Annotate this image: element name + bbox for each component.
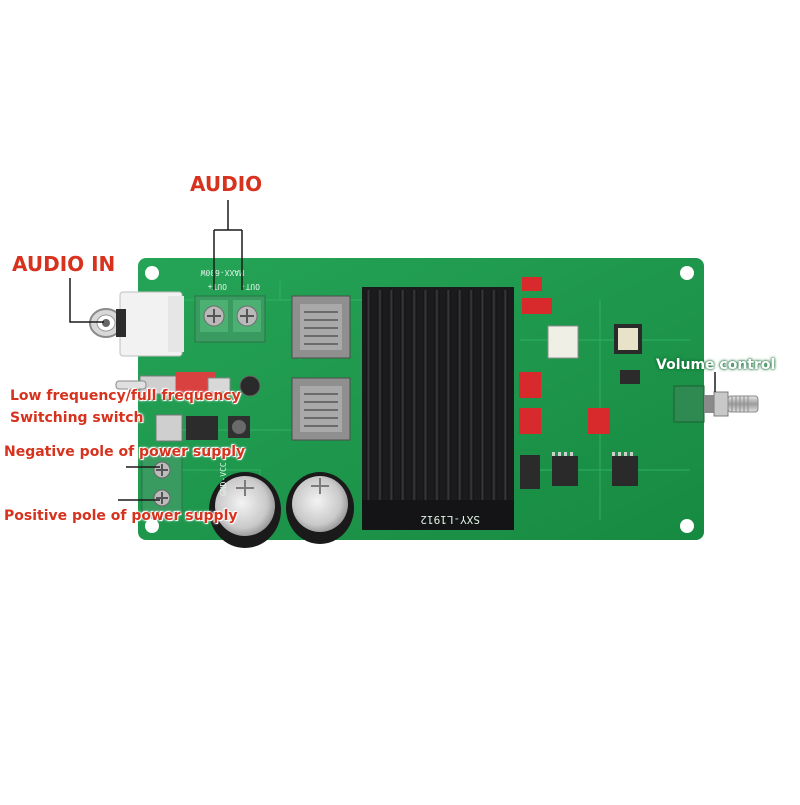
positive-pole-label: Positive pole of power supply	[4, 508, 238, 524]
heatsink-fin	[434, 290, 440, 526]
leader-lines	[69, 200, 716, 501]
output-terminal	[194, 295, 266, 343]
switch-label-line1: Low frequency/full frequency	[10, 388, 241, 404]
silkscreen: OUT- OUT+ MAXX-600W SXY-L1912 GND-VCC	[200, 268, 480, 526]
small-components	[155, 375, 261, 442]
silk-gnd-vcc: GND-VCC	[219, 462, 228, 496]
switch-label-line2: Switching switch	[10, 410, 144, 426]
heatsink-fin	[423, 290, 428, 526]
heatsink-fin	[366, 290, 371, 526]
heatsink-fin	[445, 290, 451, 526]
heatsink-fin	[502, 290, 508, 526]
heatsink-fin	[457, 290, 463, 526]
volume-potentiometer	[673, 385, 759, 423]
volume-control-label: Volume control	[656, 357, 776, 373]
rca-jack	[89, 291, 184, 357]
silk-max-power: MAXX-600W	[200, 268, 244, 277]
heatsink-fin	[480, 290, 485, 526]
negative-pole-label: Negative pole of power supply	[4, 444, 246, 460]
inductors	[291, 295, 351, 441]
electrolytic-capacitors	[209, 472, 354, 548]
ic-chips	[520, 324, 642, 489]
audio-in-label: AUDIO IN	[12, 252, 116, 276]
power-terminal	[141, 455, 183, 515]
silk-out-pos: OUT+	[208, 282, 227, 291]
silk-heatsink-code: SXY-L1912	[420, 513, 480, 526]
film-capacitors	[519, 277, 610, 434]
silk-out-neg: OUT-	[241, 282, 260, 291]
heatsink-fin	[468, 290, 474, 526]
heatsink-fin	[491, 290, 497, 526]
heatsink-fin	[388, 290, 394, 526]
heatsink-fin	[377, 290, 383, 526]
heatsink-fin	[411, 290, 417, 526]
heatsink-fin	[400, 290, 406, 526]
audio-output-label: AUDIO	[190, 172, 263, 196]
heatsink	[362, 287, 514, 530]
